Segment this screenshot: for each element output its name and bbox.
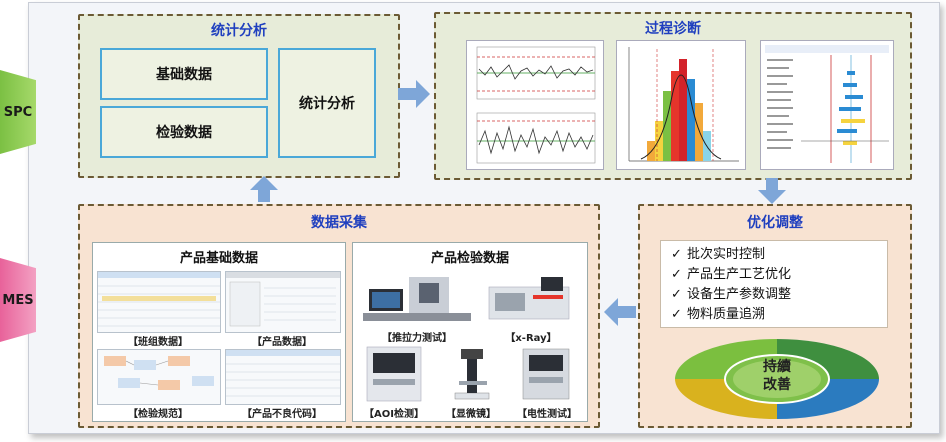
- pdca-center-line1: 持續: [763, 359, 791, 375]
- aoi-machine-image: [359, 343, 429, 403]
- defect-code-caption: 【产品不良代码】: [242, 409, 322, 420]
- aoi-caption: 【AOI检测】: [364, 409, 424, 420]
- xray-caption: 【x-Ray】: [505, 333, 557, 344]
- data-collection-panel: 数据采集 产品基础数据 【班组数据】: [78, 204, 600, 428]
- check-icon: ✓: [671, 287, 682, 302]
- control-chart-image: [466, 40, 604, 170]
- check-icon: ✓: [671, 267, 682, 282]
- product-data-caption: 【产品数据】: [252, 337, 312, 348]
- product-data-thumbnail: [225, 271, 341, 333]
- basic-data-box: 基础数据: [100, 48, 268, 100]
- optimization-list: ✓批次实时控制 ✓产品生产工艺优化 ✓设备生产参数调整 ✓物料质量追溯: [660, 240, 888, 328]
- spc-label: SPC: [3, 104, 33, 120]
- opt-item: ✓批次实时控制: [671, 245, 887, 265]
- opt-panel-title: 优化调整: [747, 215, 803, 231]
- opt-item: ✓产品生产工艺优化: [671, 265, 887, 285]
- pdca-center-text: 持續 改善: [670, 358, 884, 394]
- histogram-graphic: [628, 47, 739, 162]
- histogram-image: [616, 40, 746, 170]
- capability-chart-image: [760, 40, 894, 170]
- pull-test-caption: 【推拉力测试】: [382, 333, 452, 344]
- arrow-right-icon: [398, 80, 430, 108]
- optimization-panel: 优化调整 ✓批次实时控制 ✓产品生产工艺优化 ✓设备生产参数调整 ✓物料质量追溯…: [638, 204, 912, 428]
- electrical-tester-image: [513, 343, 581, 403]
- control-chart-graphic: [476, 46, 596, 164]
- pull-test-machine-image: [359, 269, 475, 327]
- pdca-cycle-graphic: 持續 改善: [670, 336, 884, 422]
- mes-label: MES: [2, 292, 34, 308]
- shift-data-caption: 【班组数据】: [128, 337, 188, 348]
- opt-item: ✓设备生产参数调整: [671, 285, 887, 305]
- inspection-spec-thumbnail: [97, 349, 221, 405]
- process-diagnosis-panel: 过程诊断: [434, 12, 912, 180]
- defect-code-thumbnail: [225, 349, 341, 405]
- microscope-image: [441, 343, 501, 403]
- spc-tab: SPC: [0, 70, 36, 154]
- stat-panel-title: 统计分析: [211, 23, 267, 39]
- inspection-data-box: 检验数据: [100, 106, 268, 158]
- check-icon: ✓: [671, 247, 682, 262]
- diag-panel-title: 过程诊断: [645, 21, 701, 37]
- microscope-caption: 【显微镜】: [446, 409, 496, 420]
- pdca-center-line2: 改善: [763, 377, 791, 393]
- data-panel-title: 数据采集: [311, 215, 367, 231]
- statistical-analysis-box: 统计分析: [278, 48, 376, 158]
- product-inspection-data-title: 产品检验数据: [430, 251, 509, 266]
- arrow-up-icon: [250, 176, 278, 202]
- product-base-data-panel: 产品基础数据 【班组数据】 【产品数据】: [92, 242, 346, 422]
- mes-tab: MES: [0, 258, 36, 342]
- product-inspection-data-panel: 产品检验数据 【推拉力测试】 【x-Ray】 【AOI检测】: [352, 242, 588, 422]
- product-base-data-title: 产品基础数据: [179, 251, 258, 266]
- inspection-spec-caption: 【检验规范】: [128, 409, 188, 420]
- electrical-test-caption: 【电性测试】: [517, 409, 577, 420]
- arrow-left-icon: [604, 298, 636, 326]
- xray-machine-image: [481, 269, 581, 327]
- arrow-down-icon: [758, 178, 786, 204]
- shift-data-thumbnail: [97, 271, 221, 333]
- capability-chart-graphic: [765, 45, 889, 163]
- check-icon: ✓: [671, 307, 682, 322]
- opt-item: ✓物料质量追溯: [671, 305, 887, 325]
- stat-analysis-panel: 统计分析 基础数据 检验数据 统计分析: [78, 14, 400, 178]
